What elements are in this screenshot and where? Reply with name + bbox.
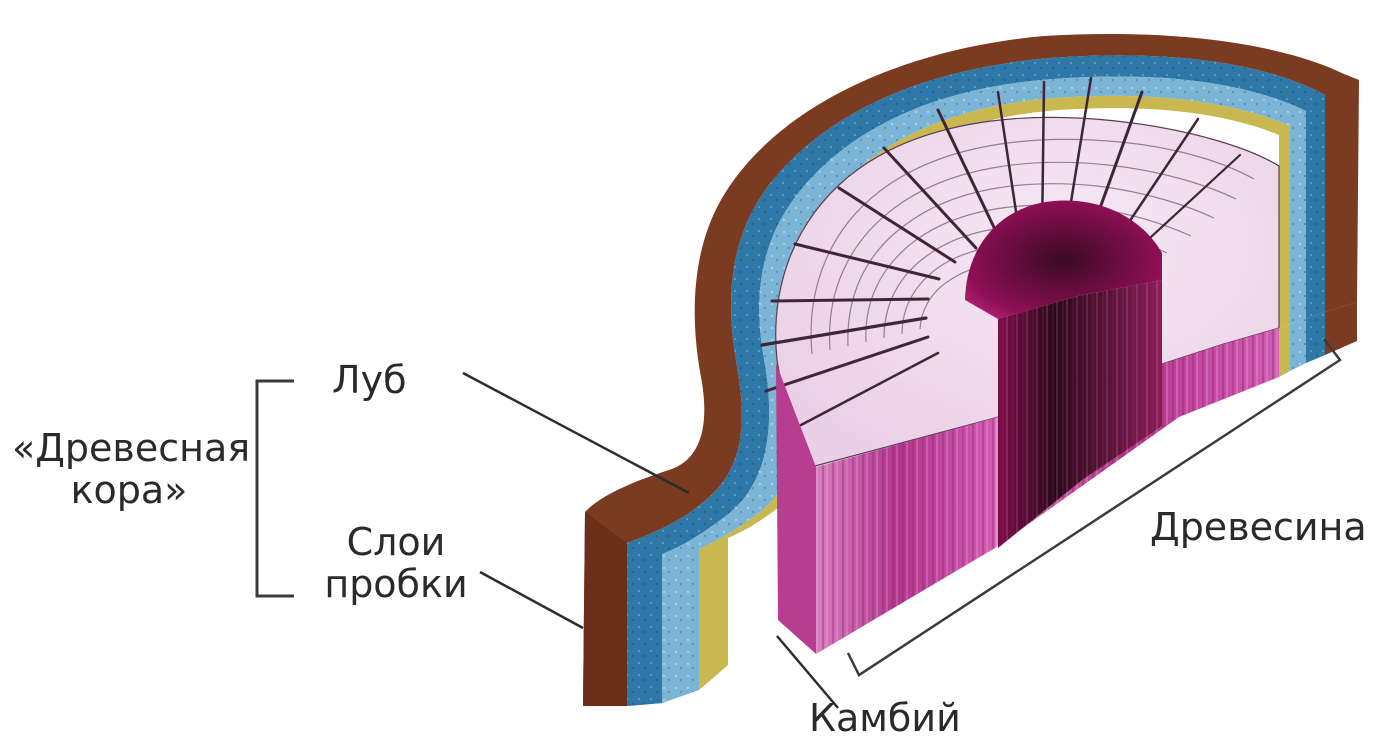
cambium-right-edge (1279, 324, 1290, 377)
phloem-right-edge (1290, 319, 1306, 371)
luba-leader-line (463, 373, 689, 493)
pith-front-band-grain (998, 280, 1162, 548)
cork-right-edge (1306, 312, 1325, 363)
cambium-left-front-face (699, 538, 728, 690)
bark-group-bracket (257, 381, 294, 596)
cork-layers-label: Слои пробки (323, 522, 469, 606)
cambium-label: Камбий (809, 698, 961, 740)
bark-left-front-face (583, 512, 627, 706)
phloem-left-front-face (662, 549, 699, 703)
cork-left-front-face (627, 543, 662, 706)
wood-label: Древесина (1150, 507, 1367, 549)
luba-label: Луб (332, 360, 407, 402)
cork-leader-line (480, 572, 583, 628)
bark-group-label: «Древесная кора» (12, 428, 246, 512)
